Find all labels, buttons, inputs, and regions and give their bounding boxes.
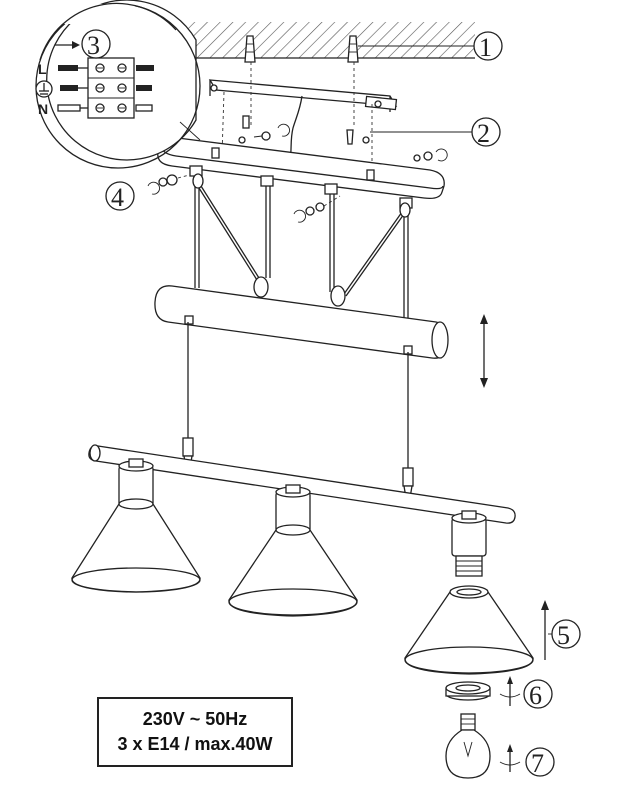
ceiling bbox=[165, 22, 475, 59]
screw-4 bbox=[147, 174, 178, 195]
suspension-hangers bbox=[189, 165, 413, 318]
wiring-label-live: L bbox=[38, 61, 47, 77]
mounting-bracket bbox=[208, 79, 398, 112]
callout-number: 3 bbox=[87, 31, 100, 60]
light-bulb bbox=[445, 713, 491, 779]
spec-bulbs: 3 x E14 / max.40W bbox=[117, 734, 273, 754]
rotate-ring-icon bbox=[499, 676, 521, 706]
callout-2: 2 bbox=[370, 117, 501, 148]
spec-voltage: 230V ~ 50Hz bbox=[142, 709, 248, 729]
callout-5: 5 bbox=[548, 619, 581, 650]
wall-plug-left bbox=[244, 35, 256, 63]
rotate-arrow-icon bbox=[277, 123, 290, 137]
wall-plug-right bbox=[347, 35, 359, 63]
middle-tube bbox=[154, 285, 449, 359]
lamp-shade-1 bbox=[71, 458, 201, 593]
lamp-shade-3 bbox=[404, 585, 534, 675]
screw-dowel-left bbox=[242, 115, 271, 141]
callout-7: 7 bbox=[525, 747, 555, 778]
screw-center bbox=[293, 202, 325, 223]
lamp-shade-2 bbox=[228, 484, 358, 617]
rotate-arrow-icon bbox=[435, 148, 448, 162]
wiring-label-neutral: N bbox=[38, 101, 48, 117]
height-adjust-arrow-icon bbox=[480, 314, 488, 388]
callout-number: 2 bbox=[477, 119, 490, 148]
callout-number: 5 bbox=[557, 621, 570, 650]
supply-wire bbox=[289, 95, 303, 161]
spec-box: 230V ~ 50Hz 3 x E14 / max.40W bbox=[97, 697, 293, 767]
lamp-socket-3 bbox=[451, 510, 487, 577]
shade-lift-arrow-icon bbox=[541, 600, 549, 660]
screw-dowel-right bbox=[346, 129, 370, 145]
ground-icon bbox=[35, 80, 53, 98]
callout-number: 7 bbox=[531, 749, 544, 778]
callout-3-arrow-icon bbox=[55, 41, 80, 49]
callout-4: 4 bbox=[105, 181, 135, 212]
callout-number: 6 bbox=[529, 681, 542, 710]
callout-1: 1 bbox=[418, 31, 503, 62]
rotate-bulb-icon bbox=[499, 744, 521, 772]
wiring-detail-arc bbox=[39, 2, 177, 61]
callout-number: 4 bbox=[111, 183, 124, 212]
shade-ring bbox=[445, 681, 491, 701]
callout-6: 6 bbox=[523, 679, 553, 710]
wires bbox=[57, 65, 154, 112]
lamp-bar bbox=[88, 444, 516, 524]
callout-number: 1 bbox=[479, 33, 492, 62]
terminal-block bbox=[87, 57, 135, 119]
callout-3: 3 bbox=[81, 29, 111, 60]
